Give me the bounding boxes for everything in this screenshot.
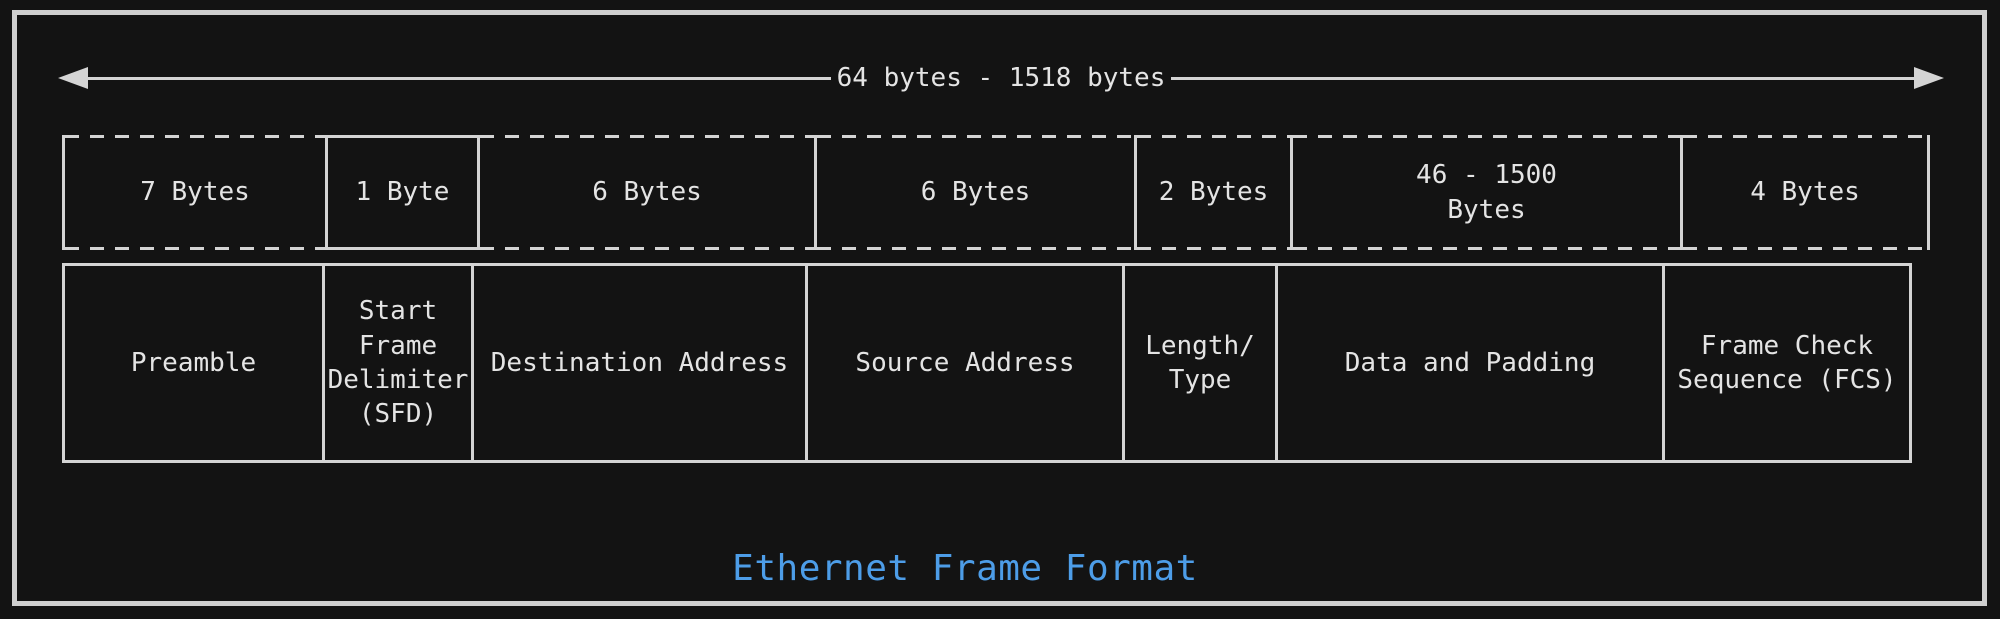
diagram-frame-border	[12, 10, 1987, 606]
field-cell-destination-address: Destination Address	[471, 263, 808, 463]
size-cell-data-padding: 46 - 1500 Bytes	[1290, 135, 1680, 250]
arrow-line-right	[1171, 76, 1915, 80]
field-label: Preamble	[130, 347, 257, 378]
field-cell-sfd: Start Frame Delimiter (SFD)	[322, 263, 474, 463]
arrow-right-head-icon	[1914, 67, 1945, 89]
field-label: Destination Address	[490, 347, 789, 378]
frame-size-arrow: 64 bytes - 1518 bytes	[58, 58, 1945, 98]
size-cell-sfd: 1 Byte	[325, 135, 477, 250]
field-cell-length-type: Length/ Type	[1122, 263, 1278, 463]
field-names-row: Preamble Start Frame Delimiter (SFD) Des…	[62, 263, 1930, 463]
field-cell-source-address: Source Address	[805, 263, 1125, 463]
size-label: 2 Bytes	[1158, 177, 1269, 208]
field-label: Frame Check Sequence (FCS)	[1677, 330, 1897, 395]
field-label: Source Address	[855, 347, 1075, 378]
byte-sizes-row: 7 Bytes 1 Byte 6 Bytes 6 Bytes 2 Bytes 4…	[62, 135, 1930, 250]
arrow-left-head-icon	[58, 67, 88, 89]
diagram-title: Ethernet Frame Format	[732, 548, 1198, 589]
field-cell-fcs: Frame Check Sequence (FCS)	[1662, 263, 1912, 463]
field-label: Data and Padding	[1344, 347, 1596, 378]
size-label: 6 Bytes	[920, 177, 1031, 208]
size-cell-preamble: 7 Bytes	[62, 135, 325, 250]
field-label: Length/ Type	[1145, 330, 1255, 395]
size-cell-destination-address: 6 Bytes	[477, 135, 814, 250]
size-label: 7 Bytes	[140, 177, 250, 208]
arrow-line-left	[88, 76, 831, 80]
size-label: 6 Bytes	[592, 177, 702, 208]
field-label: Start Frame Delimiter (SFD)	[327, 296, 469, 430]
size-label: 1 Byte	[355, 177, 450, 208]
size-label: 4 Bytes	[1750, 177, 1860, 208]
size-cell-length-type: 2 Bytes	[1134, 135, 1290, 250]
field-cell-data-padding: Data and Padding	[1275, 263, 1665, 463]
frame-size-label: 64 bytes - 1518 bytes	[836, 63, 1166, 93]
field-cell-preamble: Preamble	[62, 263, 325, 463]
size-label: 46 - 1500 Bytes	[1416, 160, 1557, 225]
size-cell-source-address: 6 Bytes	[814, 135, 1134, 250]
size-cell-fcs: 4 Bytes	[1680, 135, 1930, 250]
